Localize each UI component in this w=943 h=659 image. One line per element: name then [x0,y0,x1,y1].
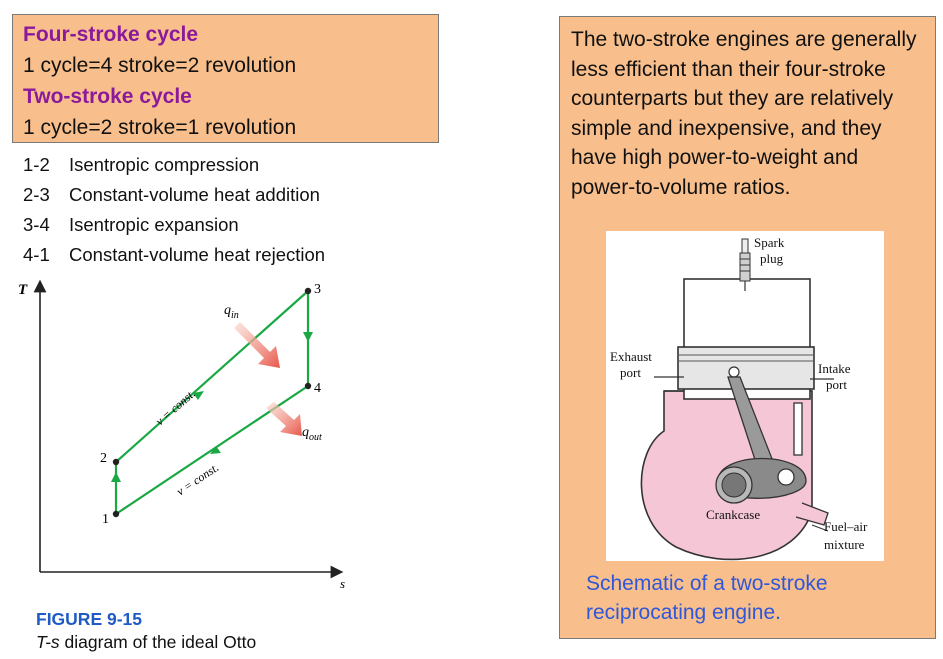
point-4-label: 4 [314,381,321,396]
t-axis-label: T [18,282,28,298]
two-stroke-title: Two-stroke cycle [23,85,192,108]
description-text: The two-stroke engines are generally les… [571,28,917,199]
figure-caption: T-s diagram of the ideal Otto [36,632,257,652]
state-points [112,287,312,518]
two-stroke-description-box: The two-stroke engines are generally les… [559,16,936,639]
two-stroke-desc: 1 cycle=2 stroke=1 revolution [23,116,297,139]
figure-label: FIGURE 9-15 [36,609,142,629]
process-list: 1-2 Isentropic compression 2-3 Constant-… [23,150,325,270]
q-in-label: qin [224,303,239,321]
ts-diagram: T s 1 2 3 4 v = const. v = const. qin qo… [18,279,345,591]
intake-label-1: Intake [818,361,851,376]
heat-in-arrow [234,322,280,368]
process-number: 4-1 [23,244,50,265]
heat-out-arrow [266,402,302,436]
crankcase-label: Crankcase [706,507,760,522]
process-item: 2-3 Constant-volume heat addition [23,180,325,210]
point-3-label: 3 [314,282,321,297]
cycle-path [114,290,310,515]
spark-plug-label-2: plug [760,251,784,266]
s-axis-label: s [340,576,345,591]
stroke-cycle-box: Four-stroke cycle 1 cycle=4 stroke=2 rev… [12,14,439,143]
exhaust-label-2: port [620,365,641,380]
process-number: 1-2 [23,154,50,175]
exhaust-label-1: Exhaust [610,349,652,364]
engine-caption: Schematic of a two-stroke reciprocating … [586,572,828,624]
point-1-label: 1 [102,512,109,527]
process-item: 1-2 Isentropic compression [23,150,325,180]
point-2-label: 2 [100,451,107,466]
spark-plug [739,238,751,291]
lower-v-const-label: v = const. [174,460,221,498]
fuel-label-1: Fuel–air [824,519,868,534]
engine-schematic: Spark plug Exhaust port Intake port Cran… [606,231,884,561]
intake-label-2: port [826,377,847,392]
process-desc: Isentropic compression [69,154,260,175]
q-out-label: qout [302,425,322,443]
process-item: 4-1 Constant-volume heat rejection [23,240,325,270]
fuel-label-2: mixture [824,537,865,552]
transfer-port [793,402,803,456]
process-number: 3-4 [23,214,50,235]
process-item: 3-4 Isentropic expansion [23,210,325,240]
process-desc: Constant-volume heat addition [69,184,320,205]
piston [677,346,815,390]
cycle-arrows [111,332,313,482]
four-stroke-desc: 1 cycle=4 stroke=2 revolution [23,54,297,77]
process-desc: Isentropic expansion [69,214,239,235]
four-stroke-title: Four-stroke cycle [23,23,199,46]
process-desc: Constant-volume heat rejection [69,244,326,265]
process-number: 2-3 [23,184,50,205]
spark-plug-label-1: Spark [754,235,785,250]
fuel-inlet [795,502,829,526]
upper-v-const-label: v = const. [153,386,198,428]
engine-svg: Spark plug Exhaust port Intake port Cran… [610,235,868,561]
